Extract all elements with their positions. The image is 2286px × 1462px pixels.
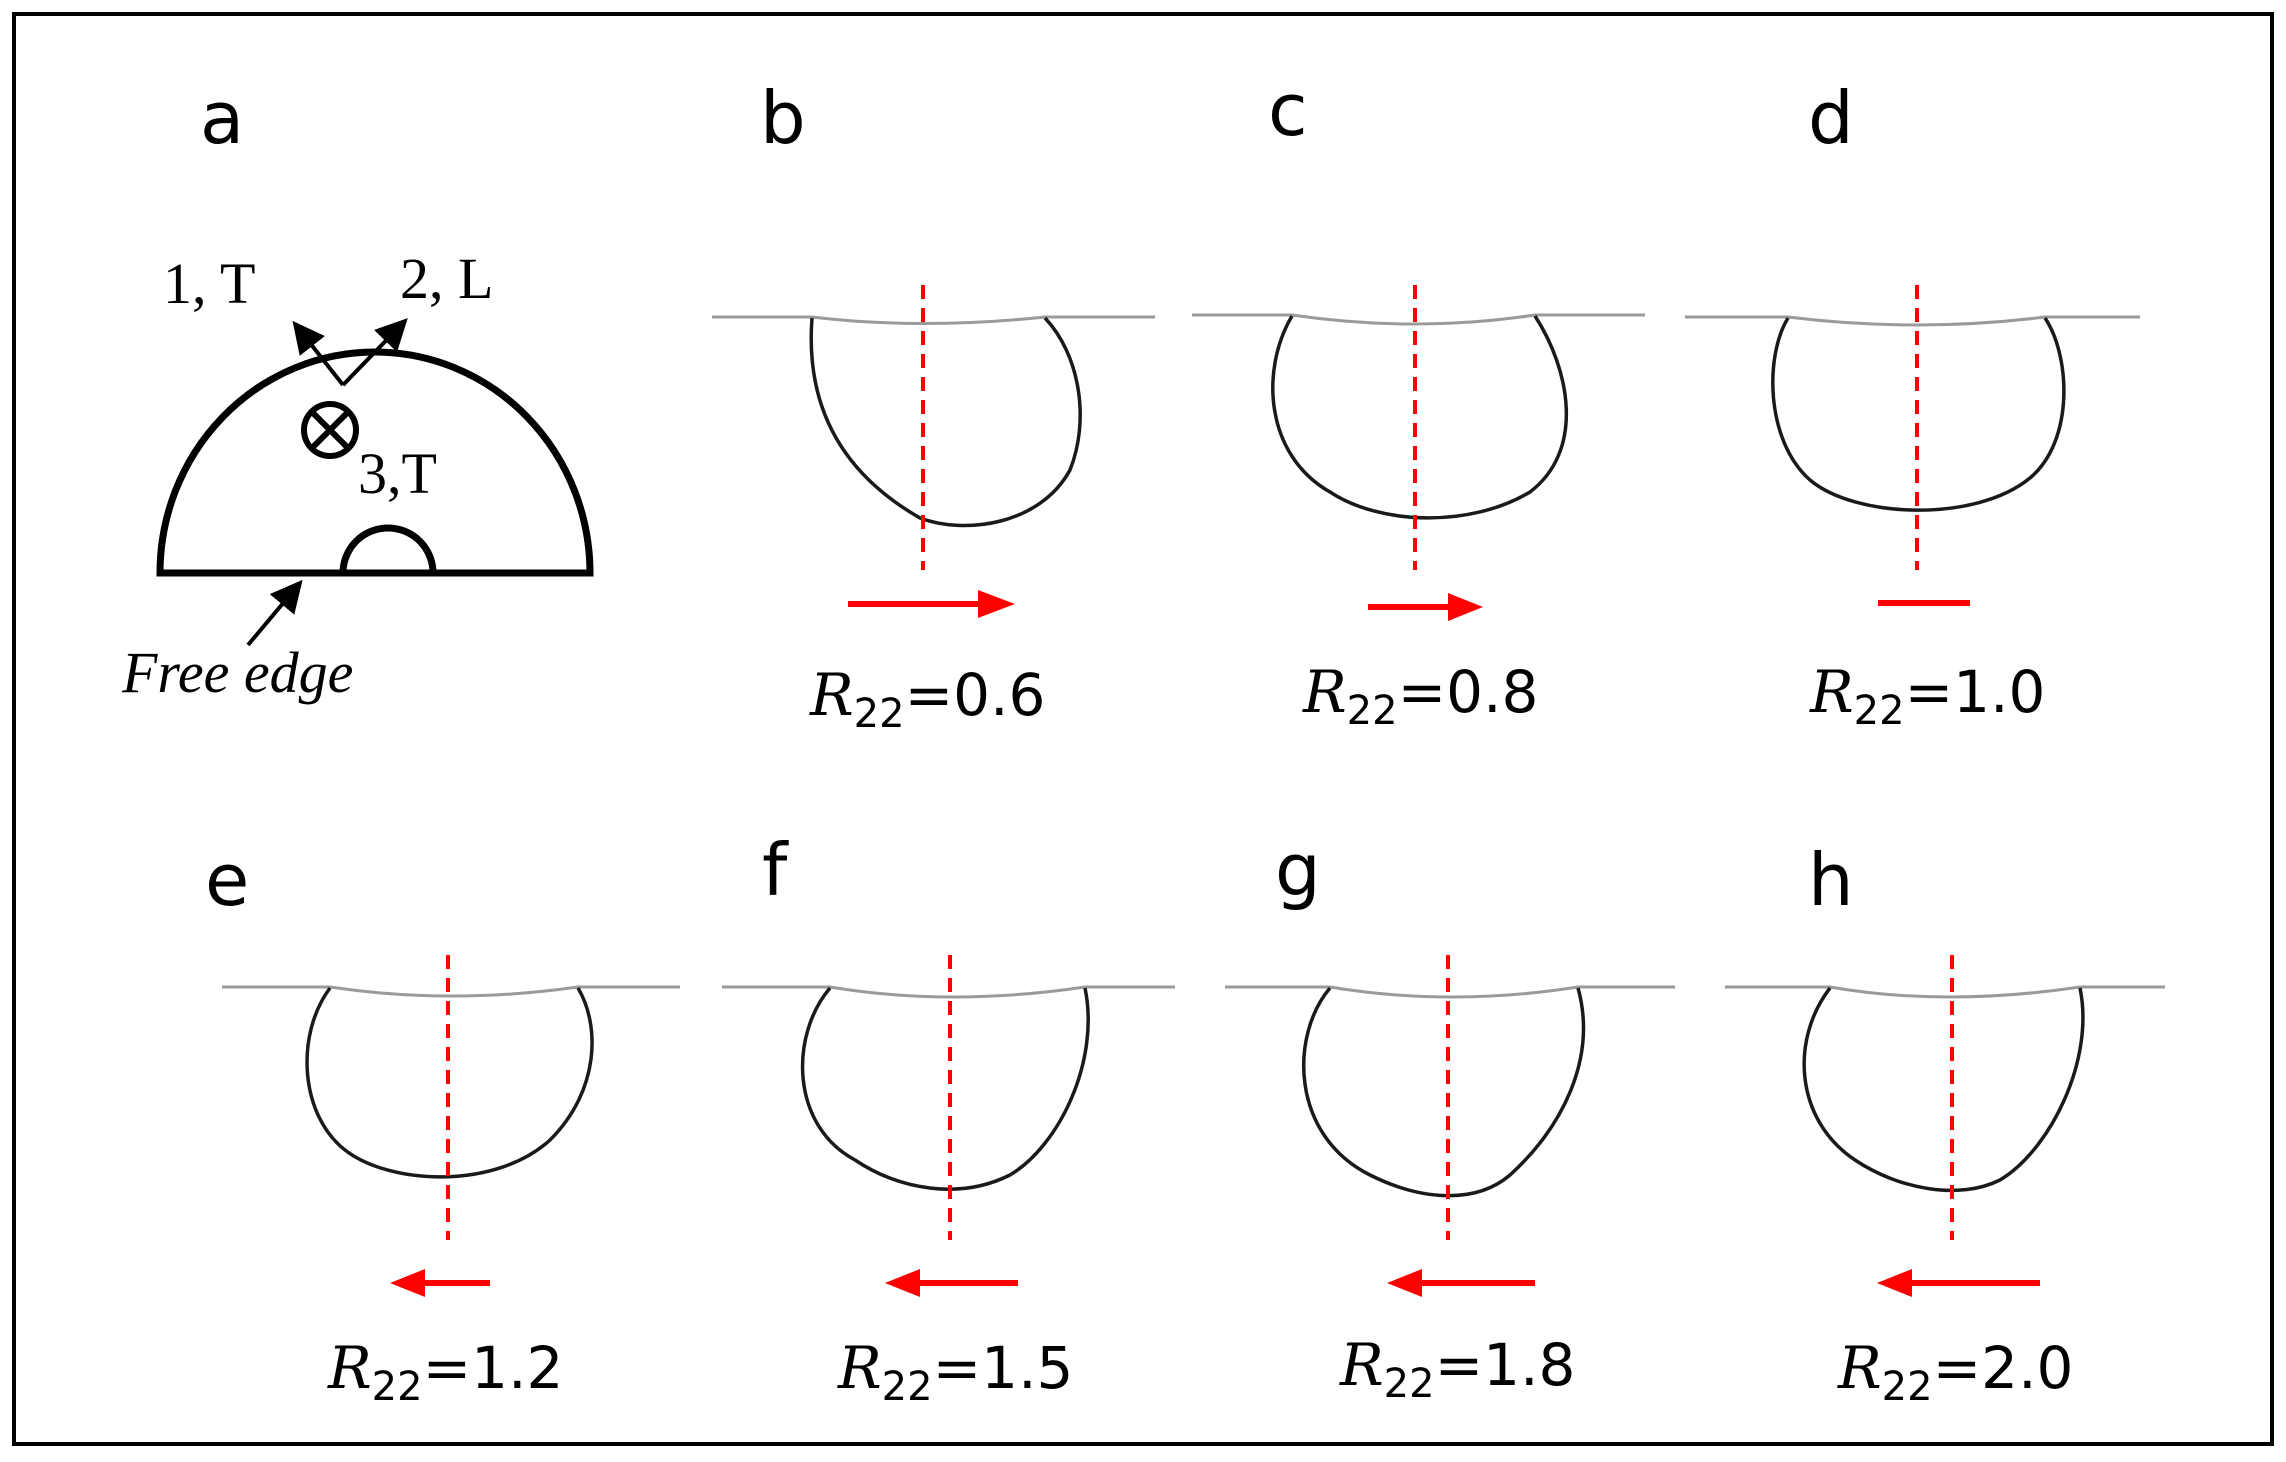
ratio-label-f: R22=1.5 bbox=[837, 1334, 1073, 1410]
axis-1-arrow bbox=[292, 320, 345, 387]
panel-label-f: f bbox=[762, 828, 789, 912]
crack-front-b bbox=[809, 316, 1082, 528]
crack-front-g bbox=[1302, 986, 1586, 1198]
panel-label-d: d bbox=[1808, 76, 1854, 160]
crack-front-d bbox=[1771, 317, 2066, 512]
crack-front-e bbox=[305, 986, 594, 1179]
ratio-label-h: R22=2.0 bbox=[1837, 1334, 2073, 1410]
surface-line bbox=[1192, 313, 1645, 326]
panel-b: b R22=0.6 bbox=[712, 76, 1155, 737]
panel-label-e: e bbox=[205, 838, 249, 922]
axis-1-label: 1, T bbox=[163, 251, 255, 316]
panel-d: d R22=1.0 bbox=[1685, 76, 2140, 734]
surface-line bbox=[722, 985, 1175, 999]
figure-border bbox=[12, 12, 2274, 1446]
crack-front-c bbox=[1271, 315, 1569, 520]
panel-c: c R22=0.8 bbox=[1192, 68, 1645, 734]
panel-label-h: h bbox=[1808, 838, 1854, 922]
axis-3-label: 3,T bbox=[358, 441, 437, 506]
notch bbox=[339, 524, 437, 574]
free-edge-arrow bbox=[246, 579, 303, 647]
panel-g: g R22=1.8 bbox=[1225, 828, 1675, 1407]
panel-e: e R22=1.2 bbox=[205, 838, 680, 1410]
panel-label-c: c bbox=[1268, 68, 1308, 152]
surface-line bbox=[712, 315, 1155, 325]
panel-a: a 1, T 2, L 3,T Free edge bbox=[121, 76, 594, 705]
axis-2-arrow bbox=[341, 318, 408, 387]
panel-label-a: a bbox=[200, 76, 244, 160]
panel-f: f R22=1.5 bbox=[722, 828, 1175, 1410]
crack-front-h bbox=[1802, 986, 2085, 1193]
ratio-label-c: R22=0.8 bbox=[1302, 658, 1538, 734]
panel-label-b: b bbox=[760, 76, 806, 160]
surface-line bbox=[1725, 985, 2165, 999]
ratio-label-e: R22=1.2 bbox=[327, 1334, 563, 1410]
surface-line bbox=[222, 985, 680, 998]
free-edge-label: Free edge bbox=[121, 640, 353, 705]
axis-2-label: 2, L bbox=[400, 246, 493, 311]
axis-3-out-of-plane-icon bbox=[301, 401, 359, 459]
surface-line bbox=[1225, 985, 1675, 999]
panel-label-g: g bbox=[1275, 828, 1321, 912]
surface-line bbox=[1685, 315, 2140, 327]
ratio-label-d: R22=1.0 bbox=[1809, 658, 2045, 734]
crack-front-f bbox=[800, 986, 1090, 1191]
panel-h: h R22=2.0 bbox=[1725, 838, 2165, 1410]
ratio-label-g: R22=1.8 bbox=[1339, 1331, 1575, 1407]
ratio-label-b: R22=0.6 bbox=[809, 661, 1045, 737]
